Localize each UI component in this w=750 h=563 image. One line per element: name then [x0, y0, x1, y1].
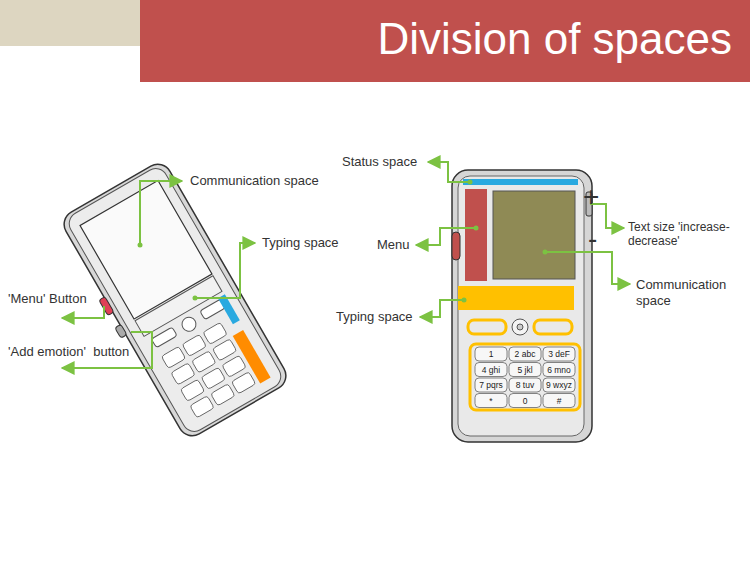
callout-label: 'Add emotion' button — [8, 344, 129, 360]
callout-label: Typing space — [262, 235, 339, 251]
key-label: 0 — [509, 396, 541, 407]
callout-label: Text size 'increase-decrease' — [628, 220, 746, 249]
key-label: 5 jkl — [509, 365, 541, 376]
front-phone — [452, 170, 592, 442]
header-block — [0, 0, 140, 46]
key-label: # — [543, 396, 575, 407]
plus-sign: + — [583, 180, 599, 214]
key-label: 4 ghi — [475, 365, 507, 376]
slide-title: Division of spaces — [377, 14, 732, 64]
header-bar — [140, 0, 750, 82]
key-label: 1 — [475, 349, 507, 360]
key-label: 6 mno — [543, 365, 575, 376]
callout-label: Communication space — [190, 173, 319, 189]
callout-label: 'Menu' Button — [8, 291, 87, 307]
key-label: 9 wxyz — [543, 380, 575, 391]
key-label: 2 abc — [509, 349, 541, 360]
key-label: 8 tuv — [509, 380, 541, 391]
tilted-phone — [54, 159, 291, 444]
callout-label: Typing space — [336, 309, 413, 325]
callout-label: Status space — [342, 154, 417, 170]
key-label: * — [475, 396, 507, 407]
callout-label: Communication space — [636, 277, 736, 308]
key-label: 7 pqrs — [475, 380, 507, 391]
minus-sign: - — [588, 222, 597, 256]
leader-lines — [62, 162, 630, 368]
key-label: 3 deF — [543, 349, 575, 360]
callout-label: Menu — [377, 237, 410, 253]
